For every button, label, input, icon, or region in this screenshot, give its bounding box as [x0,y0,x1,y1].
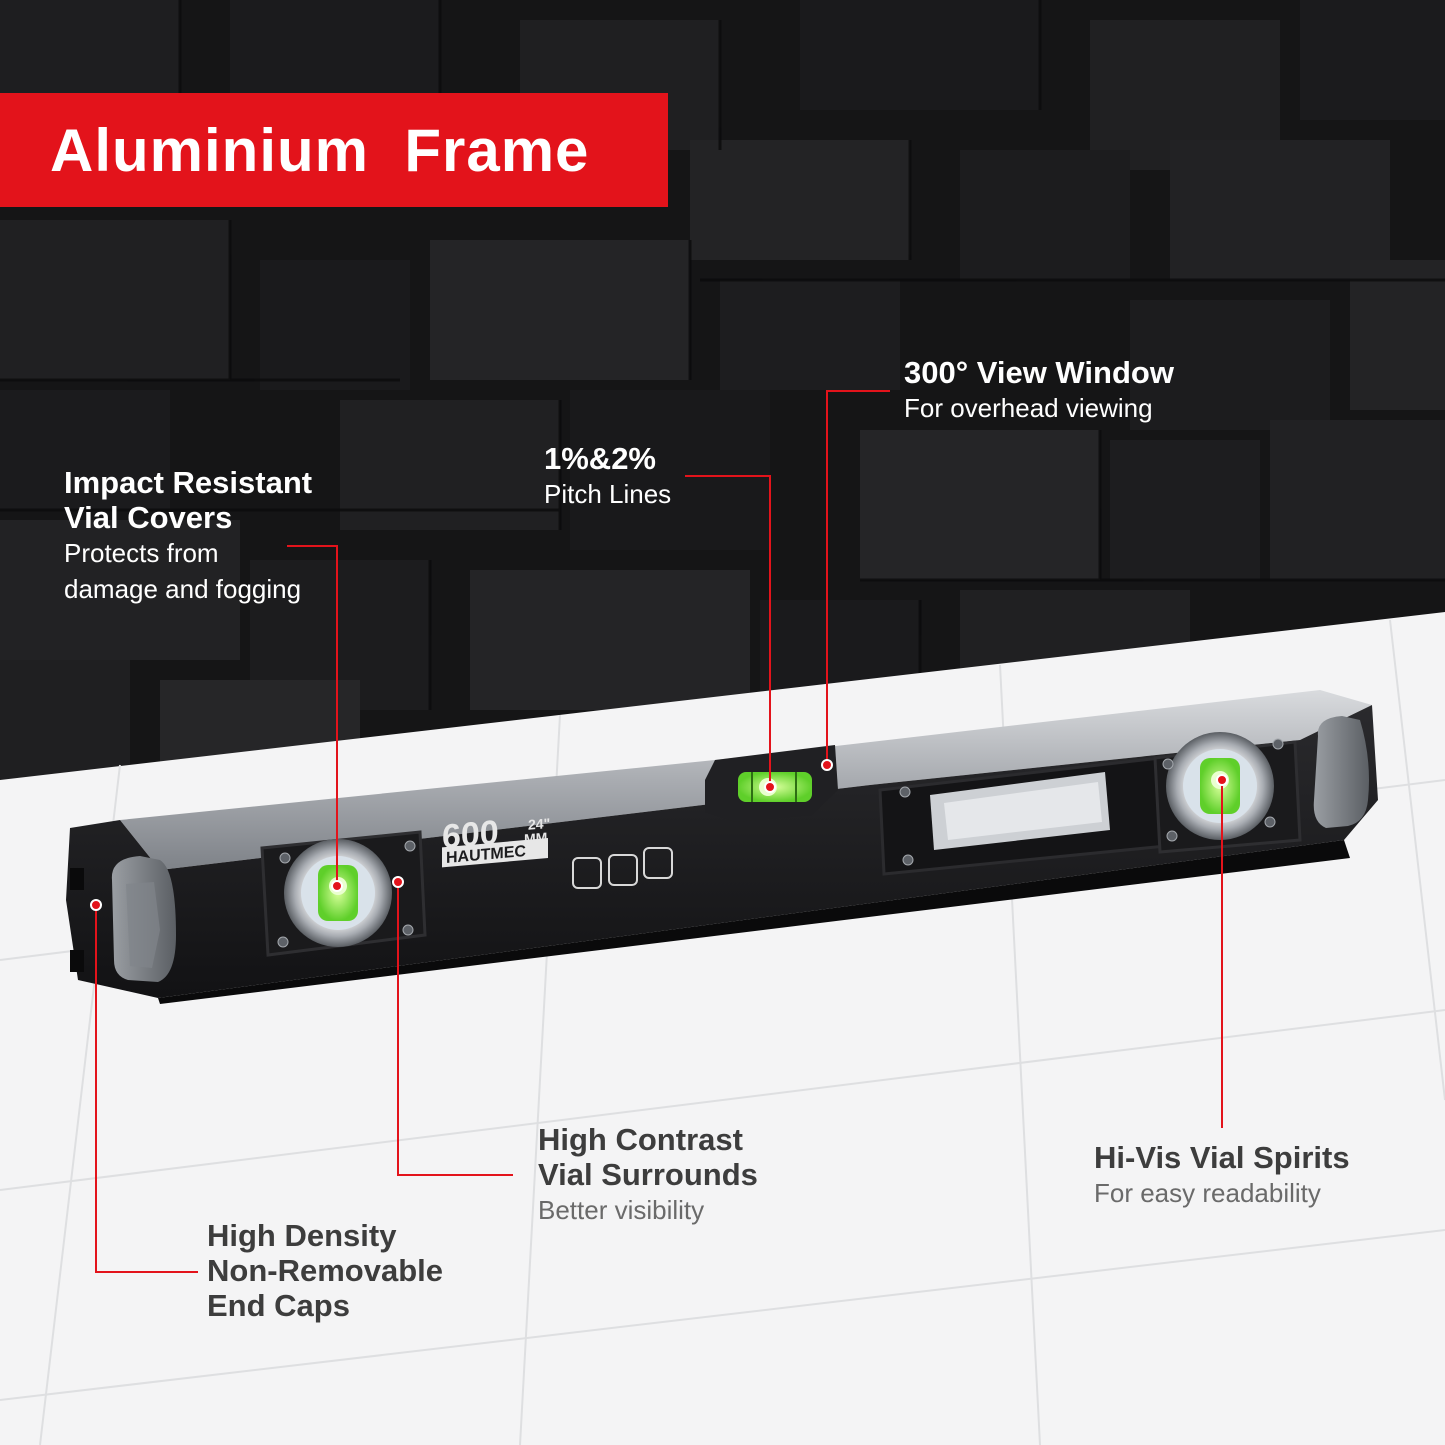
callout-hivis-desc: For easy readability [1094,1178,1321,1208]
callout-contrast-desc: Better visibility [538,1195,705,1225]
spec-badge-2 [608,854,638,886]
callout-hivis: Hi-Vis Vial Spirits For easy readability [1094,1140,1350,1211]
callout-impact: Impact Resistant Vial Covers Protects fr… [64,465,312,607]
callout-endcaps-title-3: End Caps [207,1288,350,1323]
size-in-text: 24" [528,815,550,833]
callout-view-title: 300° View Window [904,355,1174,390]
callout-impact-desc-2: damage and fogging [64,574,302,604]
callout-view-desc: For overhead viewing [904,393,1153,423]
callout-view: 300° View Window For overhead viewing [904,355,1174,426]
callout-endcaps-title-2: Non-Removable [207,1253,443,1288]
callout-contrast-title-1: High Contrast [538,1122,743,1157]
title-banner [0,93,668,207]
callout-impact-title-1: Impact Resistant [64,465,313,500]
page-title: Aluminium Frame [50,117,590,184]
spec-badges [572,847,673,889]
callout-contrast-title-2: Vial Surrounds [538,1157,758,1192]
callout-hivis-title: Hi-Vis Vial Spirits [1094,1140,1350,1175]
callout-pitch-title: 1%&2% [544,441,656,476]
callout-impact-title-2: Vial Covers [64,500,233,535]
right-end-cap [1313,716,1369,828]
callout-contrast: High Contrast Vial Surrounds Better visi… [538,1122,758,1228]
callout-impact-desc-1: Protects from [64,538,219,568]
spec-badge-1 [572,857,602,889]
callout-pitch: 1%&2% Pitch Lines [544,441,671,512]
callout-endcaps-title-1: High Density [207,1218,397,1253]
callout-endcaps: High Density Non-Removable End Caps [207,1218,443,1323]
spec-badge-3 [643,847,673,879]
callout-pitch-desc: Pitch Lines [544,479,672,509]
